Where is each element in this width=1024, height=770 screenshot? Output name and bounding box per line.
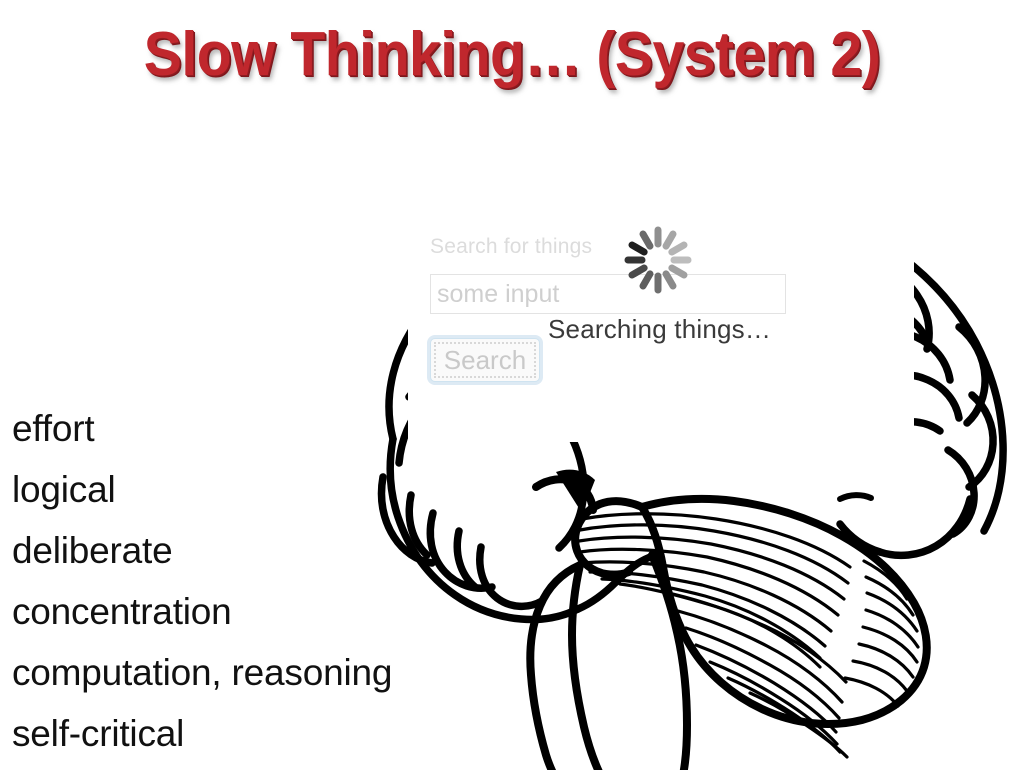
list-item: logical <box>12 469 116 510</box>
search-widget-inner: Search for things Search <box>430 234 900 382</box>
search-button-label: Search <box>434 342 536 378</box>
list-item: concentration <box>12 591 232 632</box>
list-item: effort <box>12 408 95 449</box>
attribute-list: effort logical deliberate concentration … <box>12 398 392 764</box>
list-item: deliberate <box>12 530 173 571</box>
search-field-label: Search for things <box>430 235 593 258</box>
search-input[interactable] <box>430 274 786 314</box>
list-item: self-critical <box>12 713 185 754</box>
spinner-svg <box>624 226 692 294</box>
search-button[interactable]: Search <box>430 338 540 382</box>
loading-spinner-icon <box>620 222 696 298</box>
page-title: Slow Thinking… (System 2) <box>143 20 881 89</box>
search-status-text: Searching things… <box>548 314 772 344</box>
list-item: computation, reasoning <box>12 652 393 693</box>
